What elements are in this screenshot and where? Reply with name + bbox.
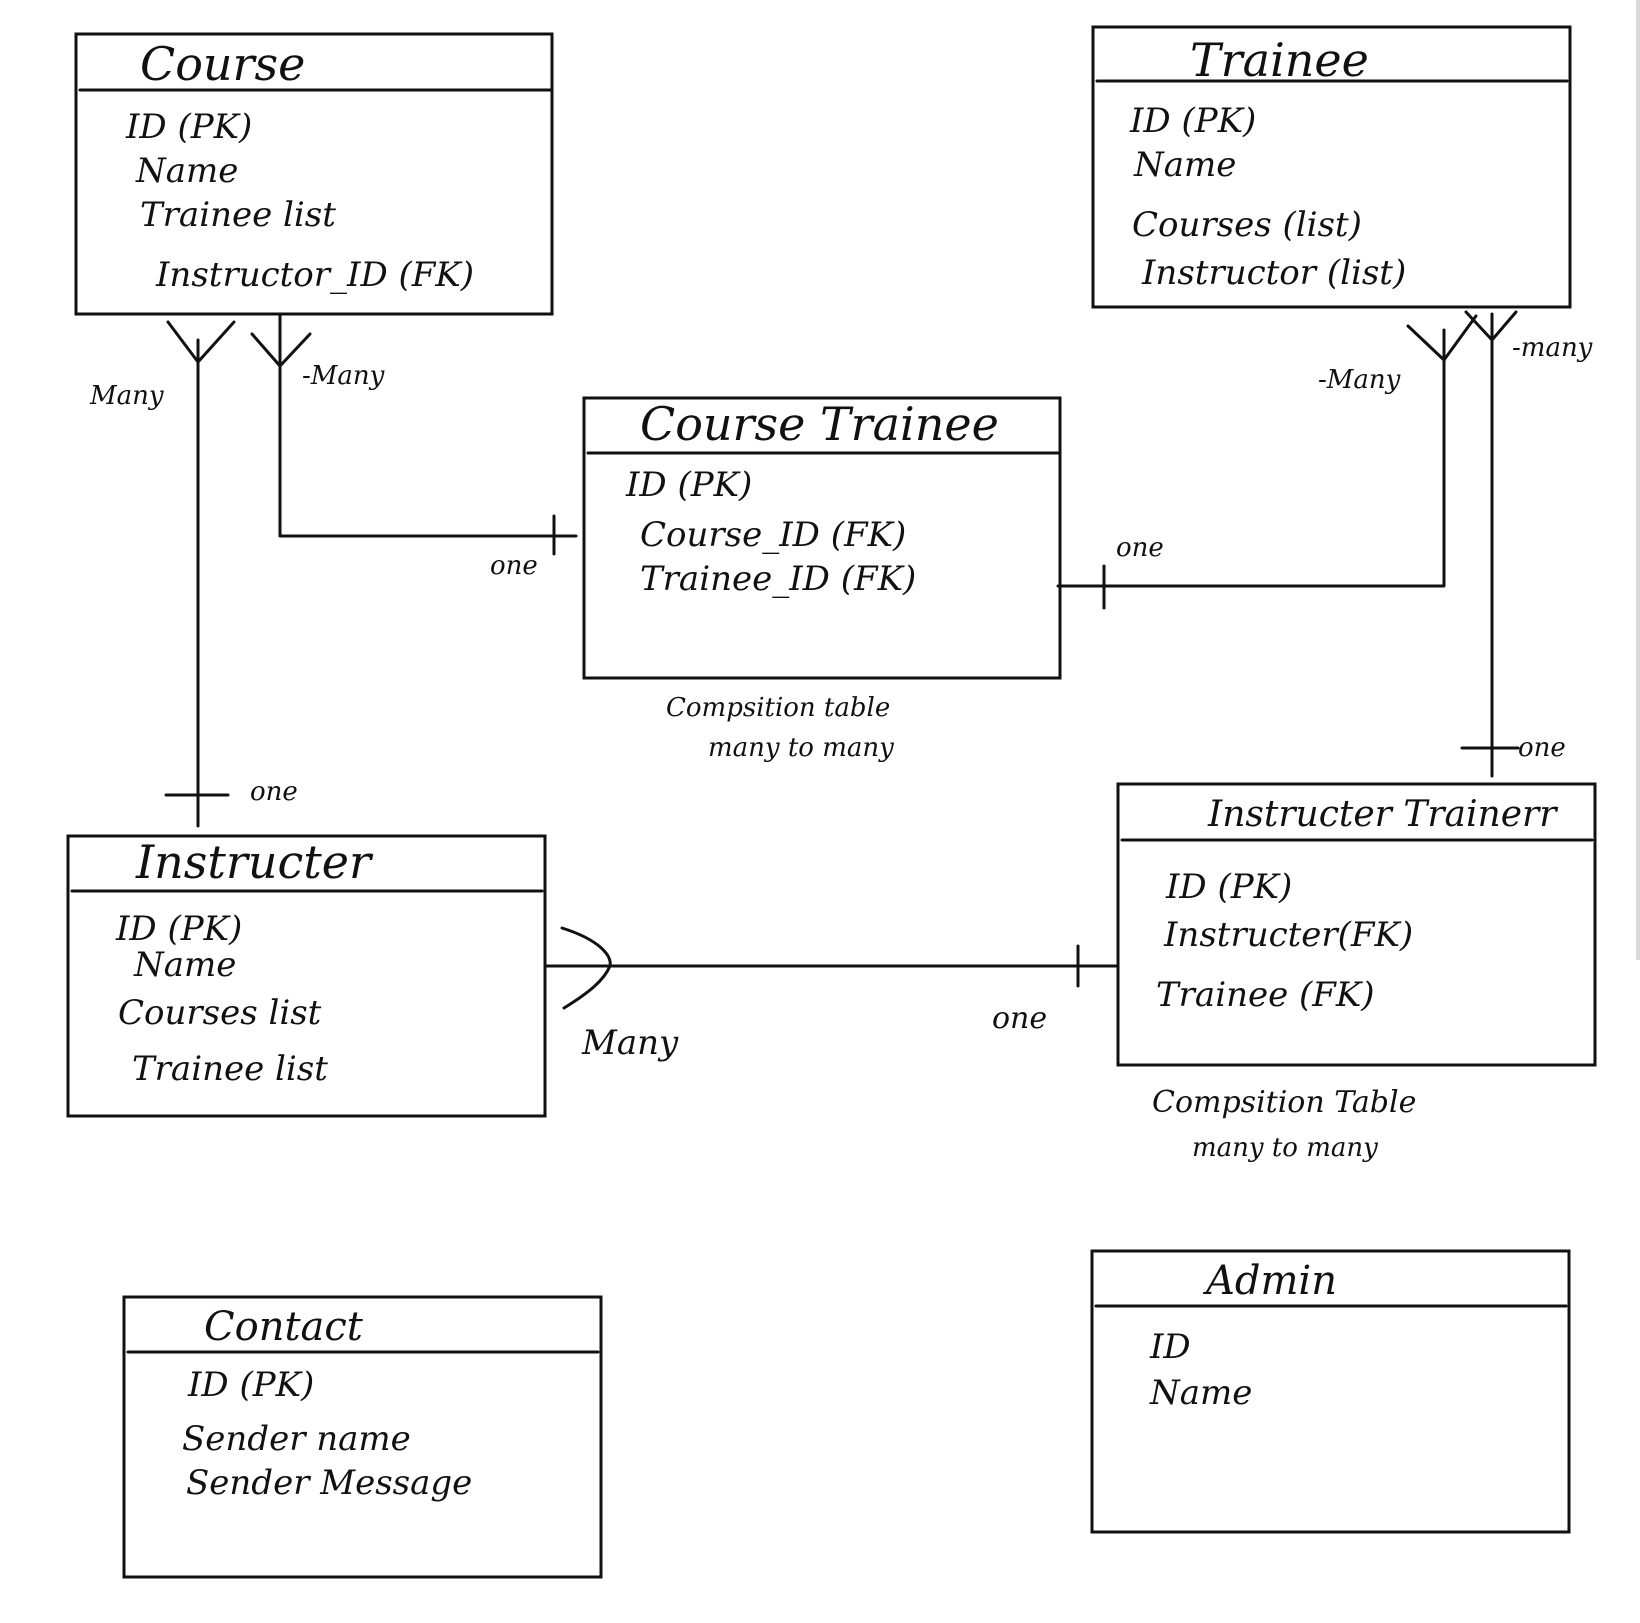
crowfoot-many-icon [1464, 310, 1518, 342]
note-instructor-trainee: Compsition Table many to many [1152, 1085, 1416, 1163]
crowfoot-many-icon [1406, 314, 1478, 362]
entity-course-trainee: Course Trainee ID (PK) Course_ID (FK) Tr… [582, 396, 1062, 680]
entity-course-attr-3: Trainee list [140, 195, 336, 235]
entity-course-trainee-box [582, 396, 1062, 680]
entity-instructor-trainee-attr-1: ID (PK) [1165, 867, 1292, 907]
rel-instructor-instructortrainee-one-label: one [992, 1001, 1047, 1036]
entity-contact-attr-1: ID (PK) [187, 1365, 314, 1405]
entity-instructor-trainee: Instructer Trainerr ID (PK) Instructer(F… [1116, 782, 1597, 1067]
entity-instructor-attr-4: Trainee list [132, 1049, 328, 1089]
entity-trainee-attr-1: ID (PK) [1129, 101, 1256, 141]
entity-instructor-attr-2: Name [133, 945, 236, 985]
entity-instructor-title: Instructer [135, 835, 374, 889]
note-instructor-trainee-line-1: Compsition Table [1152, 1085, 1416, 1120]
entity-instructor-attr-3: Courses list [118, 993, 322, 1033]
entity-instructor-trainee-attr-2: Instructer(FK) [1163, 915, 1413, 955]
entity-course-attr-2: Name [135, 151, 238, 191]
crowfoot-many-icon [250, 332, 312, 368]
note-course-trainee: Compsition table many to many [666, 693, 894, 763]
rel-trainee-coursetrainee-many-label: -Many [1318, 365, 1401, 395]
entity-trainee-title: Trainee [1190, 33, 1369, 87]
rel-instructor-instructortrainee-many-label: Many [581, 1023, 679, 1063]
entity-trainee: Trainee ID (PK) Name Courses (list) Inst… [1091, 25, 1572, 309]
note-course-trainee-line-1: Compsition table [666, 693, 890, 723]
note-course-trainee-line-2: many to many [708, 733, 894, 763]
rel-trainee-coursetrainee-one-label: one [1116, 533, 1164, 563]
entity-course-trainee-attr-3: Trainee_ID (FK) [640, 559, 916, 599]
entity-course-trainee-attr-2: Course_ID (FK) [640, 515, 906, 555]
entity-course-attr-1: ID (PK) [125, 107, 252, 147]
entity-course-trainee-attr-1: ID (PK) [625, 465, 752, 505]
entity-trainee-attr-4: Instructor (list) [1141, 253, 1406, 293]
rel-course-coursetrainee-line [278, 314, 578, 538]
entity-trainee-attr-3: Courses (list) [1132, 205, 1362, 245]
rel-instructor-instructortrainee: Many one [544, 926, 1118, 1063]
entity-course: Course ID (PK) Name Trainee list Instruc… [74, 32, 554, 316]
rel-course-instructor-one-label: one [250, 777, 298, 807]
entity-course-title: Course [140, 37, 305, 91]
entity-trainee-attr-2: Name [1133, 145, 1236, 185]
rel-course-coursetrainee: -Many one [250, 314, 578, 581]
entity-contact-box [122, 1295, 603, 1579]
entity-admin: Admin ID Name [1090, 1249, 1571, 1534]
rel-trainee-coursetrainee-line [1056, 328, 1446, 588]
rel-course-coursetrainee-many-label: -Many [302, 361, 385, 391]
rel-trainee-coursetrainee: -Many one [1056, 314, 1478, 610]
entity-admin-title: Admin [1202, 1258, 1337, 1304]
entity-instructor-box [66, 834, 547, 1118]
rel-trainee-instructortrainee-many-label: -many [1512, 333, 1593, 363]
entity-course-trainee-title: Course Trainee [640, 397, 999, 451]
crowfoot-many-icon [166, 320, 236, 364]
note-instructor-trainee-line-2: many to many [1192, 1133, 1378, 1163]
entity-instructor: Instructer ID (PK) Name Courses list Tra… [66, 834, 547, 1118]
entity-contact-attr-3: Sender Message [186, 1463, 472, 1503]
rel-trainee-instructortrainee: -many one [1460, 310, 1593, 778]
entity-course-attr-4: Instructor_ID (FK) [155, 255, 474, 295]
crowfoot-many-icon [560, 926, 612, 1010]
entity-course-box [74, 32, 554, 316]
entity-instructor-trainee-box [1116, 782, 1597, 1067]
rel-trainee-instructortrainee-one-label: one [1518, 733, 1566, 763]
entity-admin-box [1090, 1249, 1571, 1534]
entity-admin-attr-1: ID [1149, 1327, 1191, 1367]
entity-contact-attr-2: Sender name [182, 1419, 411, 1459]
rel-course-coursetrainee-one-label: one [490, 551, 538, 581]
rel-course-instructor: Many one [89, 320, 298, 828]
entity-instructor-trainee-attr-3: Trainee (FK) [1156, 975, 1375, 1015]
vertical-scrollbar[interactable] [1636, 0, 1640, 960]
entity-instructor-attr-1: ID (PK) [115, 909, 242, 949]
entity-contact: Contact ID (PK) Sender name Sender Messa… [122, 1295, 603, 1579]
entity-instructor-trainee-title: Instructer Trainerr [1207, 794, 1558, 835]
entity-contact-title: Contact [204, 1304, 364, 1350]
entity-trainee-box [1091, 25, 1572, 309]
rel-course-instructor-many-label: Many [89, 381, 164, 411]
entity-admin-attr-2: Name [1149, 1373, 1252, 1413]
